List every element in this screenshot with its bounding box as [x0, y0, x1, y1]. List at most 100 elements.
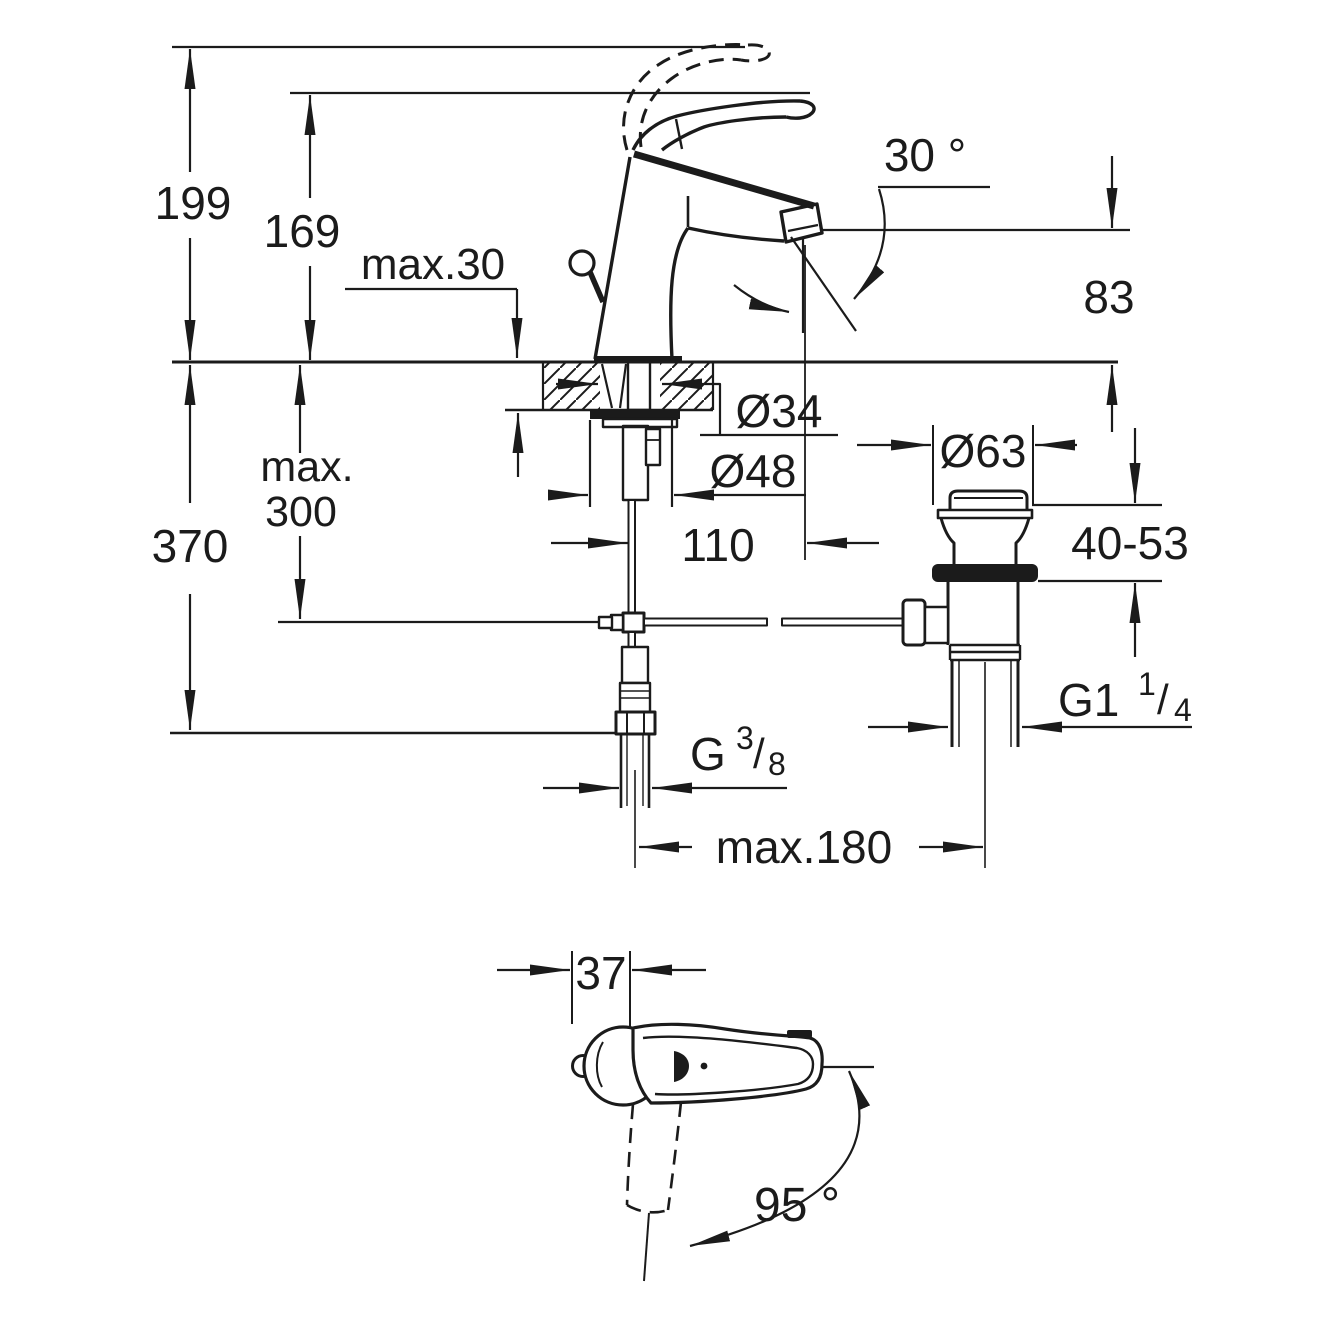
braided-hose-lower: [620, 645, 650, 685]
waste-pushbutton: [948, 489, 1029, 510]
dimension-g1-14: G1 1 / 4: [868, 666, 1192, 733]
aerator-inner-line: [787, 223, 819, 233]
deck-edges: [541, 362, 715, 410]
supply-nut-facets: [626, 712, 645, 734]
dim-label-base-diameter: Ø48: [710, 445, 797, 497]
supply-thread-sub: 8: [768, 746, 786, 782]
handle-rotated-dashed-end: [626, 1203, 669, 1214]
handle-joint-line: [674, 118, 684, 150]
vertical-rod-upper: [627, 499, 636, 614]
dimension-d63: Ø63: [857, 425, 1077, 505]
horizontal-rod-left: [643, 617, 768, 627]
dimension-370: 370: [152, 365, 229, 730]
waste-thread-base: G1: [1058, 674, 1119, 726]
handle-rotated-dashed-left: [625, 1103, 635, 1206]
dim-37-extension-lines: [571, 951, 631, 1030]
waste-thread-slash: /: [1157, 676, 1169, 723]
waste-thread-sub: 4: [1174, 692, 1192, 728]
body-left-edge: [593, 156, 632, 360]
supply-tube: [619, 734, 651, 808]
vertical-rod-lower: [627, 631, 636, 648]
dim-label-handle-width: 37: [575, 947, 626, 999]
faucet-base-seal: [594, 356, 682, 363]
pop-up-waste: [901, 489, 1038, 868]
dimension-d34: Ø34: [556, 378, 838, 437]
spout-angle-label: 30 °: [884, 129, 966, 181]
dimension-g3-8: G 3 / 8: [543, 720, 787, 794]
pop-up-knob: [568, 249, 596, 277]
handle-underside: [660, 115, 787, 152]
deck-hatch-left: [543, 362, 600, 410]
dim-label-hole-diameter: Ø34: [736, 385, 823, 437]
dimension-max30: max.30: [345, 240, 524, 477]
handle-raised-dashed-tip: [740, 43, 771, 63]
mounting-cone: [600, 363, 628, 409]
handle-dome-inner-arc: [595, 1041, 604, 1088]
supply-thread-sup: 3: [736, 720, 754, 756]
mounting-washer: [590, 410, 680, 419]
dim-label-overall-height: 199: [155, 177, 232, 229]
angle-arc: [853, 188, 886, 300]
body-right-edge: [669, 226, 690, 360]
faucet-side-view: [568, 43, 824, 363]
waste-taper-right: [1014, 517, 1031, 566]
rod-clamp-stub: [923, 605, 950, 645]
dimension-d48: Ø48: [548, 420, 806, 507]
rod-clamp-knob: [901, 598, 927, 647]
waste-tailpipe: [950, 660, 1020, 747]
handle-raised-dashed-inner: [638, 57, 742, 148]
handle-cartridge-mark: [674, 1051, 689, 1082]
pop-up-knob-stem: [587, 270, 606, 304]
braided-hose-upper: [621, 424, 650, 502]
dimension-max180: max.180: [639, 821, 983, 873]
waste-body-rings: [948, 643, 1022, 662]
supply-nut: [614, 710, 657, 736]
handle-dot-mark: [700, 1062, 708, 1070]
dimension-83: 83: [1083, 156, 1135, 432]
dimension-199: 199: [155, 49, 232, 360]
flow-direction-line: [790, 236, 857, 332]
supply-thread-base: G: [690, 728, 726, 780]
handle-rotated-centerline: [643, 1212, 650, 1282]
handle-top-edge: [631, 99, 801, 151]
rod-guide-fitting: [644, 427, 662, 467]
deck-hatch-right: [660, 362, 713, 410]
dim-label-flange-diameter: Ø63: [940, 425, 1027, 477]
dimension-40-53: 40-53: [1032, 428, 1189, 657]
rod-cross-fitting: [621, 611, 646, 634]
dim-label-total-depth: 370: [152, 520, 229, 572]
handle-raised-dashed-outer: [622, 43, 749, 151]
dim-label-rod-reach: max.180: [716, 821, 892, 873]
supply-connection: [614, 645, 657, 868]
dimension-max300: max. 300: [260, 365, 354, 619]
aerator: [779, 202, 824, 244]
handle-tip-notch: [787, 1030, 812, 1038]
handle-rotated-dashed-right: [666, 1101, 683, 1211]
swivel-arc: [689, 1070, 871, 1248]
waste-body-sides: [946, 582, 1020, 645]
swivel-arrow-arc: [733, 284, 790, 314]
horizontal-rod-right: [781, 617, 904, 627]
dim-label-install-depth-word: max.: [260, 443, 353, 491]
dim-label-outlet-height: 83: [1083, 271, 1134, 323]
dim-label-spout-reach: 110: [681, 519, 754, 571]
dim-label-install-depth-value: 300: [265, 488, 337, 536]
waste-thread-sup: 1: [1138, 666, 1156, 702]
supply-thread-slash: /: [753, 730, 765, 777]
threaded-shank: [626, 360, 652, 412]
waste-seal-ring: [932, 564, 1038, 582]
supply-tube-inner: [626, 734, 644, 806]
waste-taper-left: [939, 517, 956, 566]
dimension-169: 169: [264, 95, 340, 360]
spout-top-edge: [633, 150, 815, 210]
waste-flange-rim: [936, 508, 1034, 520]
dimension-110: 110: [551, 245, 879, 571]
hose-connector-lines: [620, 690, 650, 699]
dim-label-clamping-range: 40-53: [1071, 517, 1189, 569]
dim-label-handle-swivel: 95 °: [754, 1179, 840, 1232]
spout-angle-annotation: 30 °: [733, 129, 990, 333]
swivel-angle-annotation: 95 °: [689, 1065, 874, 1248]
rod-end-cap: [597, 615, 614, 630]
waste-tailpipe-inner: [958, 660, 1012, 747]
